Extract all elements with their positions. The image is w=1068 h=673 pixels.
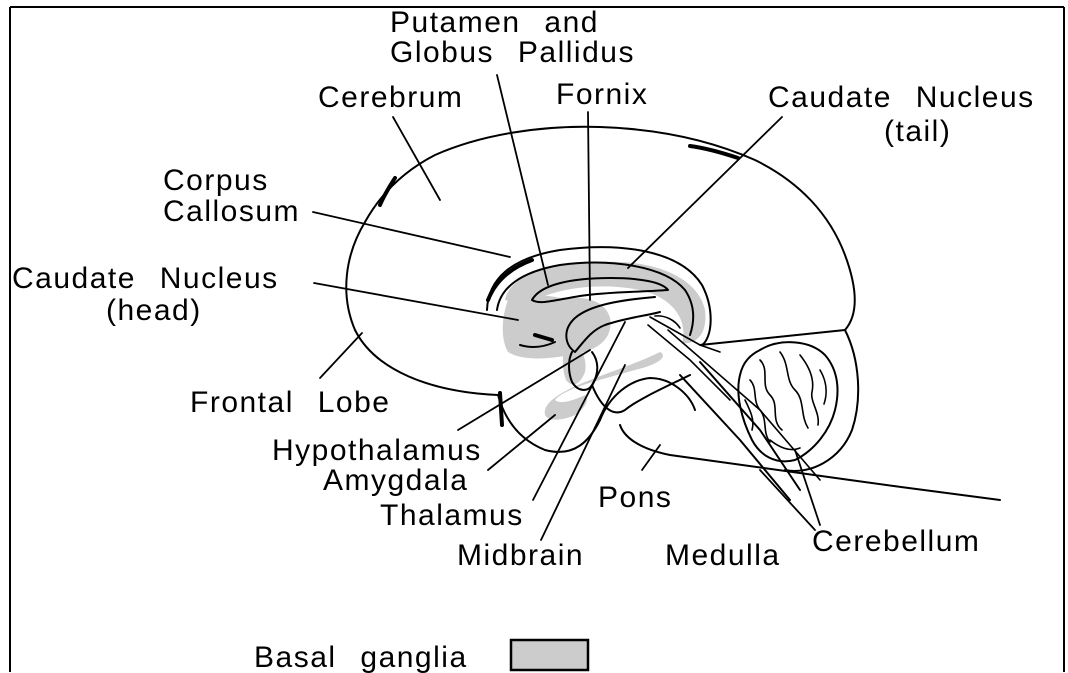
label-putamen-1: Putamen and <box>390 6 599 39</box>
label-frontal-lobe: Frontal Lobe <box>190 386 390 419</box>
label-cerebrum: Cerebrum <box>318 81 463 114</box>
corpus-callosum-leader <box>313 212 510 257</box>
amygdala-leader <box>488 415 555 470</box>
label-thalamus: Thalamus <box>380 499 524 532</box>
label-corpus-1: Corpus <box>163 164 269 197</box>
label-corpus-2: Callosum <box>163 195 300 228</box>
cerebrum-outline <box>346 127 854 452</box>
putamen-region <box>503 296 611 359</box>
cerebellum-shape <box>738 330 858 471</box>
putamen-leader <box>497 75 548 285</box>
label-caudate-head-1: Caudate Nucleus <box>12 262 279 295</box>
label-cerebellum: Cerebellum <box>812 525 980 558</box>
label-pons: Pons <box>598 481 672 514</box>
label-amygdala: Amygdala <box>323 464 468 497</box>
label-putamen-2: Globus Pallidus <box>390 36 635 69</box>
basal-ganglia-regions <box>503 262 706 420</box>
label-caudate-tail-1: Caudate Nucleus <box>768 81 1035 114</box>
label-midbrain: Midbrain <box>457 539 584 572</box>
caudate-tail-leader <box>628 117 782 268</box>
label-caudate-head-2: (head) <box>106 294 202 327</box>
cerebrum-leader <box>393 117 440 200</box>
legend-swatch <box>511 640 588 670</box>
cerebellum-leader-2 <box>760 470 815 530</box>
label-fornix: Fornix <box>556 78 648 111</box>
label-caudate-tail-2: (tail) <box>884 115 951 148</box>
frontal-lobe-leader <box>320 333 362 378</box>
legend-label: Basal ganglia <box>254 641 468 673</box>
legend: Basal ganglia <box>254 640 588 673</box>
label-medulla: Medulla <box>665 539 781 572</box>
pons-leader <box>642 445 660 470</box>
label-hypothalamus: Hypothalamus <box>272 434 482 467</box>
